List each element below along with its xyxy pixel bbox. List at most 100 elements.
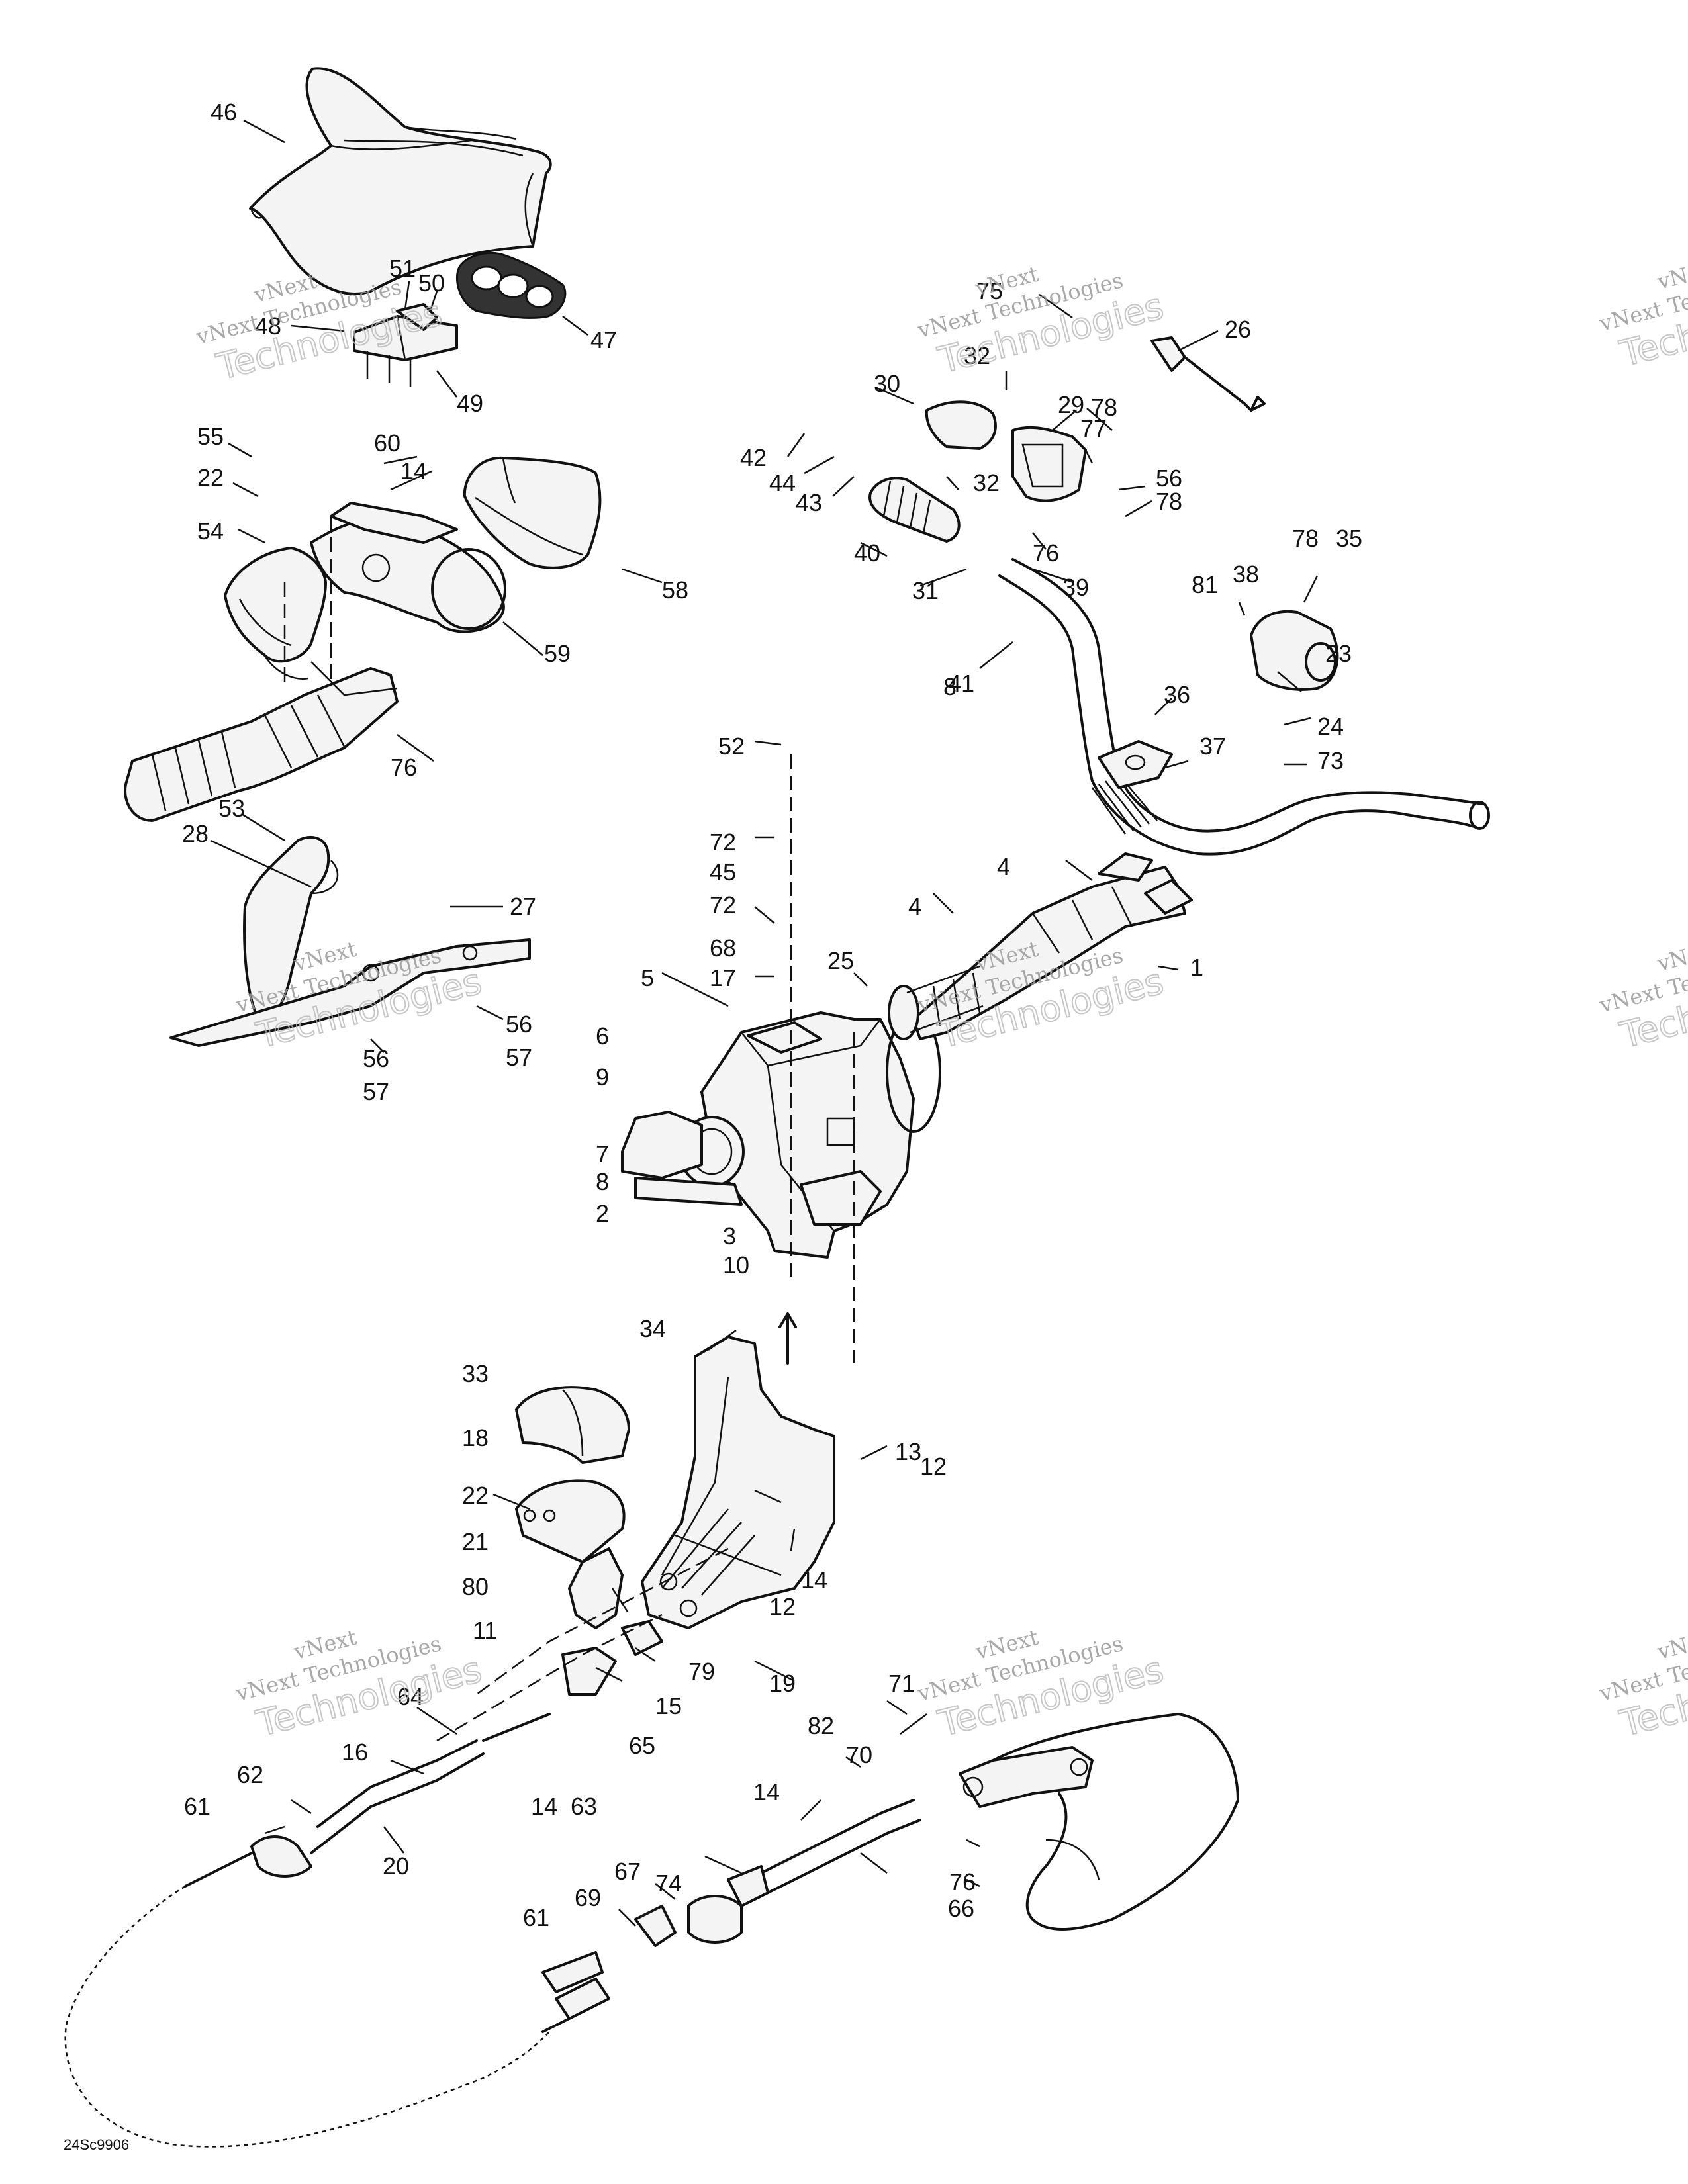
callout-label: 35: [1336, 525, 1362, 552]
callout-label: 45: [710, 858, 736, 886]
leader-lines: [210, 119, 1319, 1927]
callout-label: 39: [1062, 574, 1089, 601]
part-28-plate: [169, 938, 531, 1047]
part-61-cable-right: [541, 1799, 921, 1993]
callout-label: 34: [639, 1315, 666, 1342]
callout-label: 24: [1317, 713, 1344, 740]
part-49-bracket: [353, 303, 458, 387]
callout-label: 10: [723, 1251, 749, 1279]
part-54-guard: [224, 547, 327, 680]
part-1-housing: [621, 1011, 941, 1259]
part-left-handle: [124, 661, 399, 822]
callout-label: 4: [908, 893, 921, 920]
callout-label: 58: [662, 576, 688, 604]
callout-label: 64: [397, 1683, 424, 1710]
callout-label: 19: [769, 1670, 796, 1697]
callout-label: 25: [827, 947, 854, 974]
callout-label: 14: [753, 1778, 780, 1805]
callout-label: 77: [1080, 415, 1107, 442]
callout-label: 43: [796, 489, 822, 516]
callout-label: 52: [718, 733, 745, 760]
callout-label: 79: [688, 1658, 715, 1685]
callout-label: 36: [1164, 681, 1190, 708]
callout-label: 76: [1033, 539, 1059, 567]
callout-label: 16: [342, 1739, 368, 1766]
callout-label: 2: [596, 1200, 609, 1227]
callout-label: 18: [462, 1424, 489, 1451]
callout-label: 80: [462, 1573, 489, 1600]
callout-label: 76: [391, 754, 417, 781]
diagram-code: 24Sc9906: [64, 2136, 129, 2153]
watermark-text: vNext: [1654, 1625, 1688, 1664]
callout-label: 28: [182, 820, 209, 847]
part-30-cover: [925, 400, 997, 450]
callout-label: 74: [655, 1870, 682, 1897]
part-20-arm: [959, 1746, 1094, 1808]
callout-label: 17: [710, 964, 736, 991]
part-19-arm: [568, 1547, 624, 1629]
callout-label: 1: [1190, 954, 1203, 981]
callout-label: 32: [964, 342, 990, 369]
callout-label: 47: [590, 326, 617, 353]
callout-label: 23: [1325, 640, 1352, 667]
part-right-chassis: [992, 1713, 1239, 1931]
callout-label: 3: [723, 1222, 736, 1250]
callout-label: 46: [211, 99, 237, 126]
callout-label: 32: [973, 469, 1000, 496]
callout-label: 11: [473, 1617, 497, 1644]
callout-label: 8: [596, 1168, 609, 1195]
callout-label: 78: [1292, 525, 1319, 552]
callout-label: 56: [363, 1045, 389, 1072]
callout-label: 22: [197, 464, 224, 491]
part-33-clamp: [515, 1386, 630, 1464]
part-58-cover: [463, 456, 602, 569]
callout-label: 56: [506, 1011, 532, 1038]
callout-label: 14: [400, 457, 427, 484]
callout-label: 63: [571, 1793, 597, 1820]
watermark-text: vNext: [1654, 255, 1688, 295]
callout-label: 49: [457, 390, 483, 417]
callout-label: 55: [197, 423, 224, 450]
callout-label: 13: [895, 1438, 921, 1465]
callout-label: 69: [575, 1884, 601, 1911]
callout-label: 50: [418, 269, 445, 296]
callout-label: 81: [1192, 571, 1218, 598]
watermark-text: vNext: [1654, 936, 1688, 976]
part-69-tube: [541, 1978, 610, 2033]
callout-label: 44: [769, 469, 796, 496]
callout-label: 57: [506, 1044, 532, 1071]
callout-label: 67: [614, 1858, 641, 1885]
callout-label: 14: [801, 1567, 827, 1594]
callout-label: 75: [976, 277, 1003, 304]
callout-label: 26: [1225, 316, 1251, 343]
axis-cable: [436, 1614, 663, 1742]
callout-label: 59: [544, 640, 571, 667]
part-10-support: [641, 1336, 835, 1629]
callout-label: 68: [710, 934, 736, 962]
callout-label: 51: [389, 255, 416, 282]
callout-label: 60: [374, 430, 400, 457]
arrow-up: [778, 1312, 797, 1365]
callout-label: 38: [1233, 561, 1259, 588]
callout-label: 31: [912, 577, 939, 604]
callout-label: 9: [596, 1064, 609, 1091]
cable-loop: [64, 1885, 550, 2148]
callout-label: 22: [462, 1482, 489, 1509]
callout-label: 54: [197, 518, 224, 545]
part-17-column: [888, 852, 1193, 1040]
callout-label: 15: [655, 1692, 682, 1719]
callout-label: 65: [629, 1732, 655, 1759]
callout-label: 4: [997, 853, 1010, 880]
callout-label: 27: [510, 893, 536, 920]
callout-label: 33: [462, 1360, 489, 1387]
part-47-gasket: [456, 251, 567, 319]
part-59-housing: [310, 502, 506, 633]
part-46-cover: [249, 67, 552, 295]
callout-label: 82: [808, 1712, 834, 1739]
callout-label: 56: [1156, 465, 1182, 492]
part-24-clamp: [1098, 740, 1173, 789]
callout-label: 12: [769, 1593, 796, 1620]
